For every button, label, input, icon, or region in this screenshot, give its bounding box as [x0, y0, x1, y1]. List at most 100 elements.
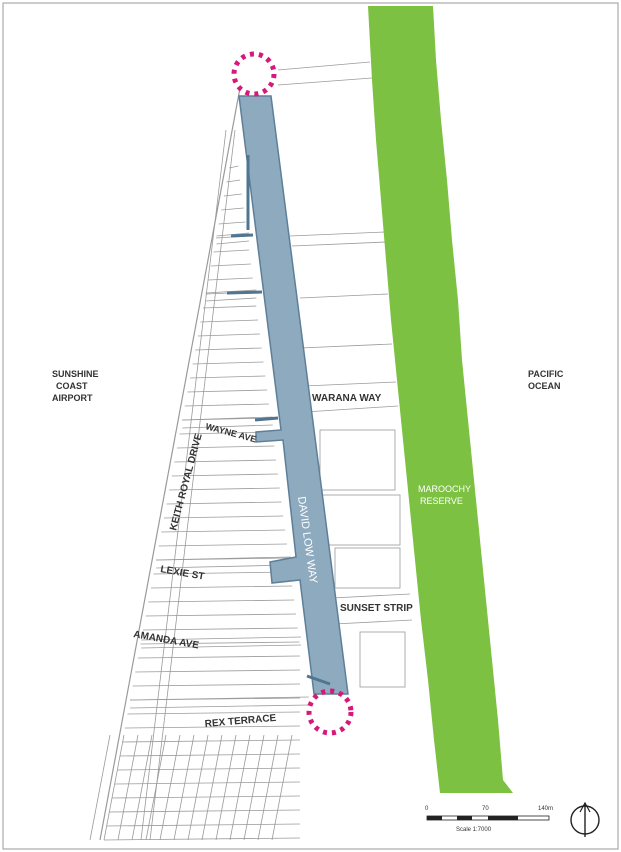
parcel-line	[124, 725, 301, 729]
reserve-label-line-1: MAROOCHY	[418, 484, 471, 494]
east-blocks	[319, 429, 406, 688]
parcel-line	[289, 231, 386, 237]
parcel-line	[174, 459, 277, 463]
parcel-line	[299, 343, 393, 349]
parcel-line	[243, 734, 265, 841]
block-outline	[319, 429, 396, 491]
parcel-line	[182, 416, 273, 421]
scale-tick-70: 70	[482, 806, 489, 812]
parcel-grid	[89, 61, 413, 841]
parcel-line	[117, 767, 301, 771]
parcel-line	[137, 655, 301, 659]
scale-bar: 0 70 140m Scale 1:7000	[425, 806, 553, 833]
parcel-line	[130, 696, 309, 701]
airport-label-line-2: COAST	[56, 381, 88, 391]
parcel-line	[117, 734, 139, 841]
parcel-line	[141, 644, 302, 649]
parcel-line	[145, 734, 167, 841]
side-road-stubs	[226, 155, 331, 686]
parcel-line	[161, 529, 286, 533]
parcel-line	[149, 129, 236, 841]
parcel-line	[226, 179, 241, 183]
block-outline	[334, 547, 401, 589]
parcel-line	[187, 734, 209, 841]
airport-boundary	[99, 87, 241, 841]
parcel-line	[216, 240, 250, 245]
parcel-line	[109, 809, 301, 813]
parcel-line	[131, 734, 153, 841]
parcel-line	[221, 207, 244, 211]
parcel-line	[291, 241, 387, 247]
parcel-line	[333, 619, 413, 625]
parcel-line	[229, 165, 239, 169]
scale-tick-0: 0	[425, 806, 429, 812]
scale-label: Scale 1:7000	[456, 827, 492, 833]
parcel-line	[303, 381, 397, 387]
parcel-line	[200, 319, 259, 323]
parcel-line	[213, 249, 250, 253]
parcel-line	[208, 277, 253, 281]
parcel-line	[277, 61, 371, 71]
parcel-line	[169, 487, 280, 491]
corridor-end-marker-icon	[306, 688, 354, 736]
parcel-line	[182, 424, 273, 429]
parcel-line	[215, 734, 237, 841]
parcel-line	[135, 669, 301, 673]
ocean-label-line-2: OCEAN	[528, 381, 561, 391]
parcel-line	[130, 704, 309, 709]
parcel-line	[201, 734, 223, 841]
parcel-line	[89, 734, 111, 841]
parcel-line	[145, 613, 296, 617]
parcel-line	[277, 77, 373, 86]
parcel-line	[159, 734, 181, 841]
parcel-line	[156, 564, 291, 569]
ocean-label-line-1: PACIFIC	[528, 369, 564, 379]
north-arrow-icon	[570, 801, 600, 837]
parcel-line	[187, 389, 268, 393]
parcel-line	[103, 734, 125, 841]
parcel-line	[176, 445, 275, 449]
parcel-line	[184, 403, 269, 407]
maroochy-reserve	[368, 6, 513, 793]
parcel-line	[122, 739, 301, 743]
parcel-line	[132, 683, 301, 687]
parcel-line	[156, 556, 291, 561]
parcel-line	[158, 543, 287, 547]
parcel-line	[257, 734, 279, 841]
street-label-sunset-strip: SUNSET STRIP	[340, 603, 413, 614]
parcel-line	[304, 405, 399, 413]
parcel-line	[218, 221, 246, 225]
parcel-line	[153, 571, 291, 575]
parcel-line	[229, 734, 251, 841]
parcel-line	[143, 627, 298, 631]
parcel-line	[299, 293, 389, 299]
parcel-line	[173, 734, 195, 841]
parcel-line	[127, 711, 301, 715]
parcel-line	[166, 501, 282, 505]
parcel-line	[163, 515, 284, 519]
airport-label-line-3: AIRPORT	[52, 393, 93, 403]
street-label-warana-way: WARANA WAY	[312, 393, 382, 404]
parcel-line	[141, 636, 302, 641]
parcel-line	[150, 585, 293, 589]
parcel-line	[223, 193, 242, 197]
parcel-line	[203, 305, 257, 309]
airport-label-line-1: SUNSHINE	[52, 369, 99, 379]
block-outline	[359, 631, 406, 688]
parcel-line	[190, 375, 266, 379]
corridor-end-marker-icon	[231, 51, 277, 97]
parcel-line	[192, 361, 264, 365]
parcel-line	[271, 734, 293, 841]
parcel-line	[197, 333, 260, 337]
parcel-line	[148, 599, 295, 603]
parcel-line	[331, 593, 411, 599]
parcel-line	[119, 753, 301, 757]
parcel-line	[111, 795, 301, 799]
parcel-line	[210, 263, 251, 267]
reserve-label-line-2: RESERVE	[420, 496, 463, 506]
parcel-line	[195, 347, 262, 351]
parcel-line	[140, 641, 300, 645]
parcel-line	[171, 473, 278, 477]
